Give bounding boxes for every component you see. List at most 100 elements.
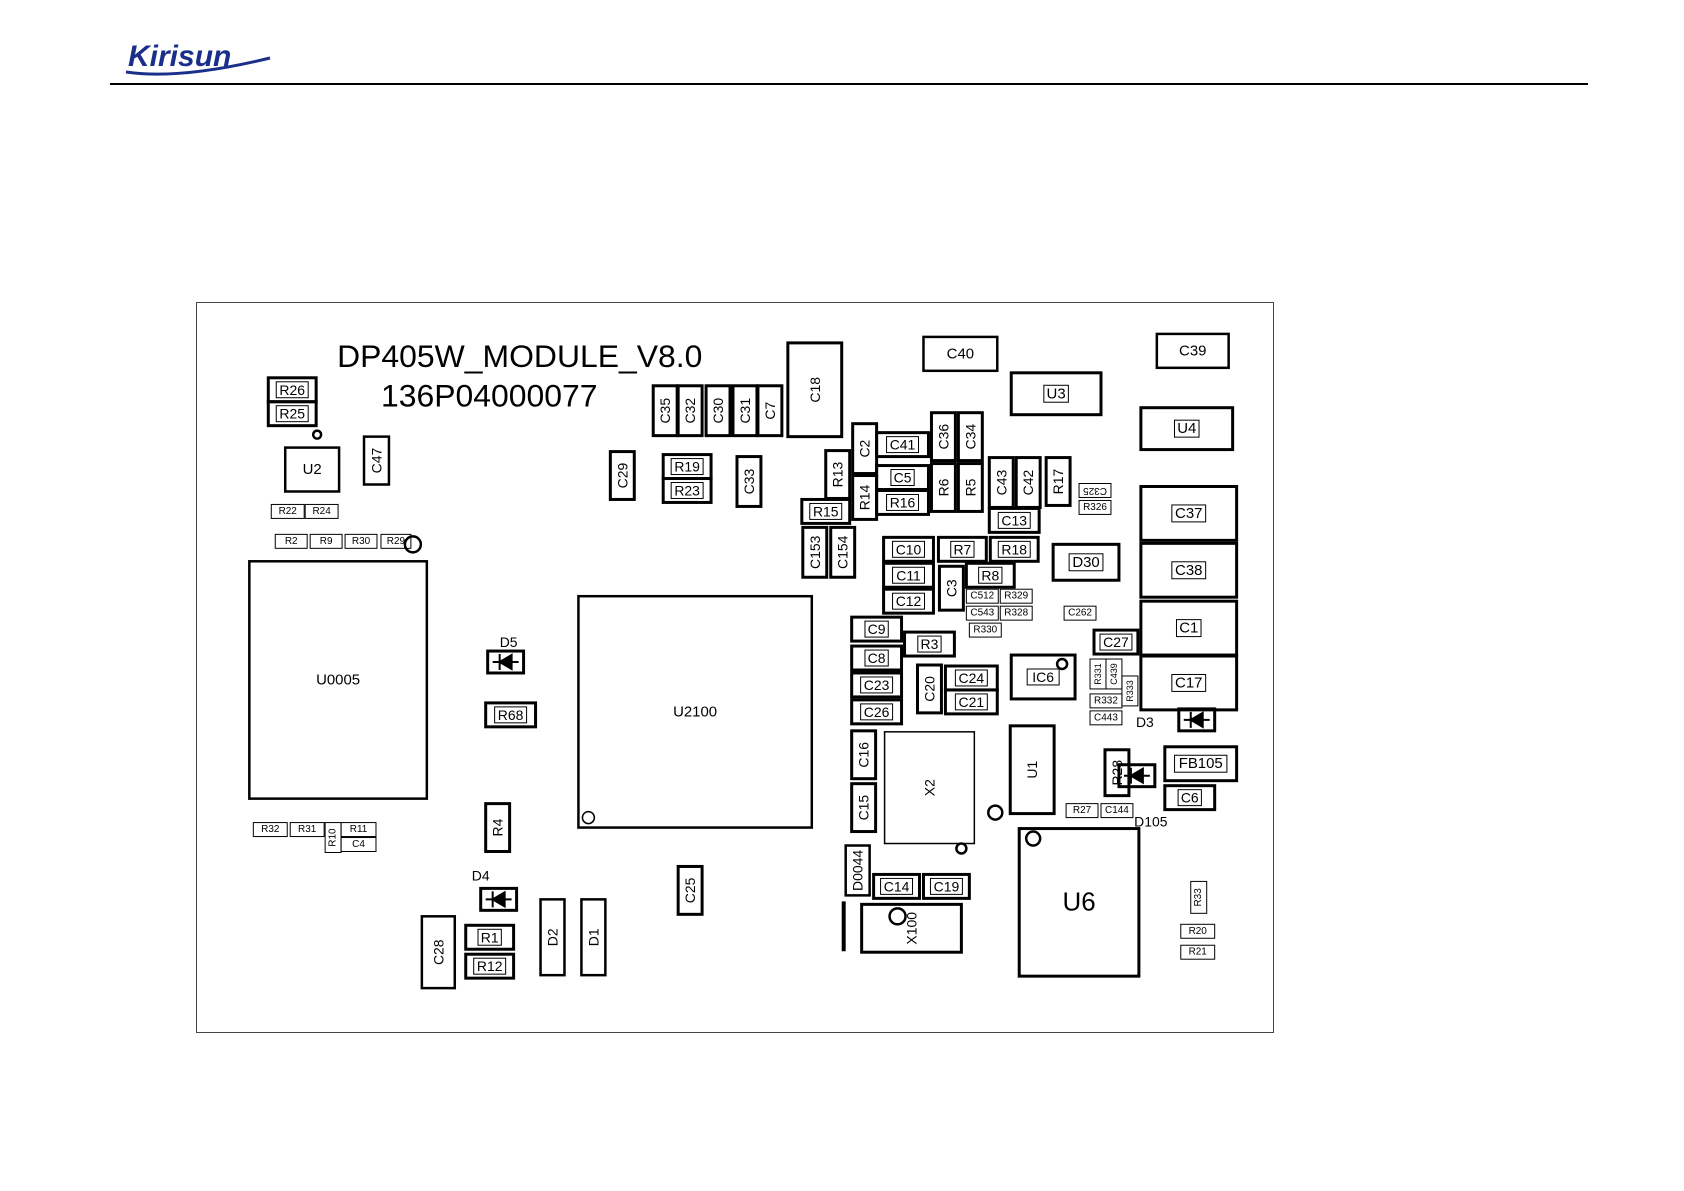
- component-label: D105: [1134, 814, 1168, 830]
- component-c512: C512: [965, 588, 999, 604]
- component-label: C23: [864, 677, 890, 693]
- component-outline: [999, 605, 1033, 621]
- component-label: R2: [285, 536, 298, 547]
- fiducial-mark: [311, 429, 323, 440]
- component-label: R18: [1001, 541, 1027, 557]
- component-c12: C12: [882, 587, 935, 615]
- component-label: C29: [614, 462, 630, 488]
- component-outline: [735, 455, 763, 508]
- component-outline: [676, 384, 704, 438]
- component-r23: R23: [661, 477, 713, 504]
- component-label: C26: [864, 704, 890, 720]
- component-label: C31: [737, 398, 753, 424]
- component-label: C28: [430, 939, 446, 965]
- component-label-frame: [670, 458, 704, 476]
- component-label: C37: [1175, 505, 1202, 522]
- component-outline: [850, 698, 904, 726]
- component-label: R332: [1094, 695, 1118, 706]
- component-label: C24: [959, 670, 985, 686]
- component-c8: C8: [850, 644, 904, 672]
- component-label-frame: [886, 436, 920, 454]
- component-label: C16: [856, 742, 872, 768]
- component-x100: X100: [860, 902, 963, 954]
- component-label: R32: [261, 824, 280, 835]
- component-r30: R30: [344, 533, 378, 549]
- component-outline: [340, 837, 377, 852]
- component-label-frame: [892, 540, 925, 558]
- component-label: R16: [890, 494, 916, 510]
- component-label: D0044: [850, 850, 866, 891]
- component-u0005: U0005: [248, 560, 429, 800]
- component-label: C10: [896, 541, 922, 557]
- component-label: R30: [352, 536, 371, 547]
- component-r22: R22: [270, 503, 305, 519]
- component-outline: [1063, 605, 1097, 621]
- component-label: D5: [500, 634, 518, 650]
- component-r26: R26: [266, 376, 318, 404]
- component-label: R20: [1189, 926, 1208, 937]
- component-c262: C262: [1063, 605, 1097, 621]
- component-label: C32: [682, 398, 698, 424]
- component-r24: R24: [304, 503, 339, 519]
- diode-symbol: [492, 653, 519, 671]
- component-c36: C36: [929, 411, 957, 463]
- component-label: R29: [387, 536, 406, 547]
- component-r330: R330: [968, 622, 1002, 638]
- component-label-frame: [1043, 384, 1069, 403]
- component-c29: C29: [608, 450, 636, 501]
- component-u1: U1: [1008, 724, 1056, 816]
- component-outline: [344, 533, 378, 549]
- component-outline: [968, 622, 1002, 638]
- brand-logo-mark: Kirisun: [125, 40, 271, 76]
- component-label: C6: [1181, 790, 1199, 806]
- component-outline: [882, 561, 935, 589]
- component-outline: [921, 872, 971, 900]
- component-label: R24: [312, 506, 331, 517]
- component-r11: R11: [340, 822, 377, 838]
- component-label: C5: [894, 470, 912, 486]
- component-label: C1: [1179, 620, 1198, 637]
- component-r1: R1: [464, 923, 516, 951]
- component-c7: C7: [756, 384, 784, 438]
- component-label: C443: [1094, 712, 1118, 723]
- component-label: R333: [1125, 680, 1135, 701]
- component-r332: R332: [1089, 693, 1123, 709]
- component-outline: [309, 533, 343, 549]
- component-u2100: U2100: [577, 594, 814, 829]
- component-outline: [829, 525, 857, 579]
- component-c39: C39: [1155, 332, 1230, 370]
- component-label-frame: [275, 381, 309, 399]
- diode-outline: [486, 649, 526, 675]
- component-outline: [464, 923, 516, 951]
- component-outline: [850, 729, 878, 781]
- component-r33: R33: [1190, 880, 1208, 914]
- component-outline: [937, 564, 965, 612]
- component-d5: D5: [500, 634, 518, 650]
- component-r19: R19: [661, 453, 713, 481]
- component-outline: [270, 503, 305, 519]
- component-r20: R20: [1180, 923, 1216, 939]
- component-label: R19: [674, 459, 700, 475]
- component-outline: [1092, 628, 1140, 656]
- component-c27: C27: [1092, 628, 1140, 656]
- component-outline: [1009, 371, 1103, 417]
- component-label-frame: [997, 540, 1031, 558]
- component-outline: [1051, 542, 1121, 582]
- component-c33: C33: [735, 455, 763, 508]
- component-c24: C24: [943, 664, 999, 692]
- component-outline: [875, 431, 930, 459]
- component-c11: C11: [882, 561, 935, 589]
- component-c325: C325: [1078, 483, 1112, 498]
- component-outline: [850, 671, 904, 699]
- component-label: C47: [368, 448, 384, 474]
- component-label: R1: [481, 929, 499, 945]
- component-label: R328: [1004, 608, 1028, 619]
- component-label: D4: [472, 867, 490, 883]
- component-c154: C154: [829, 525, 857, 579]
- component-label: R33: [1193, 888, 1204, 907]
- component-c2: C2: [851, 422, 879, 476]
- component-outline: [882, 587, 935, 615]
- component-label-frame: [1099, 633, 1133, 651]
- component-label-frame: [892, 592, 925, 610]
- component-c20: C20: [916, 663, 943, 715]
